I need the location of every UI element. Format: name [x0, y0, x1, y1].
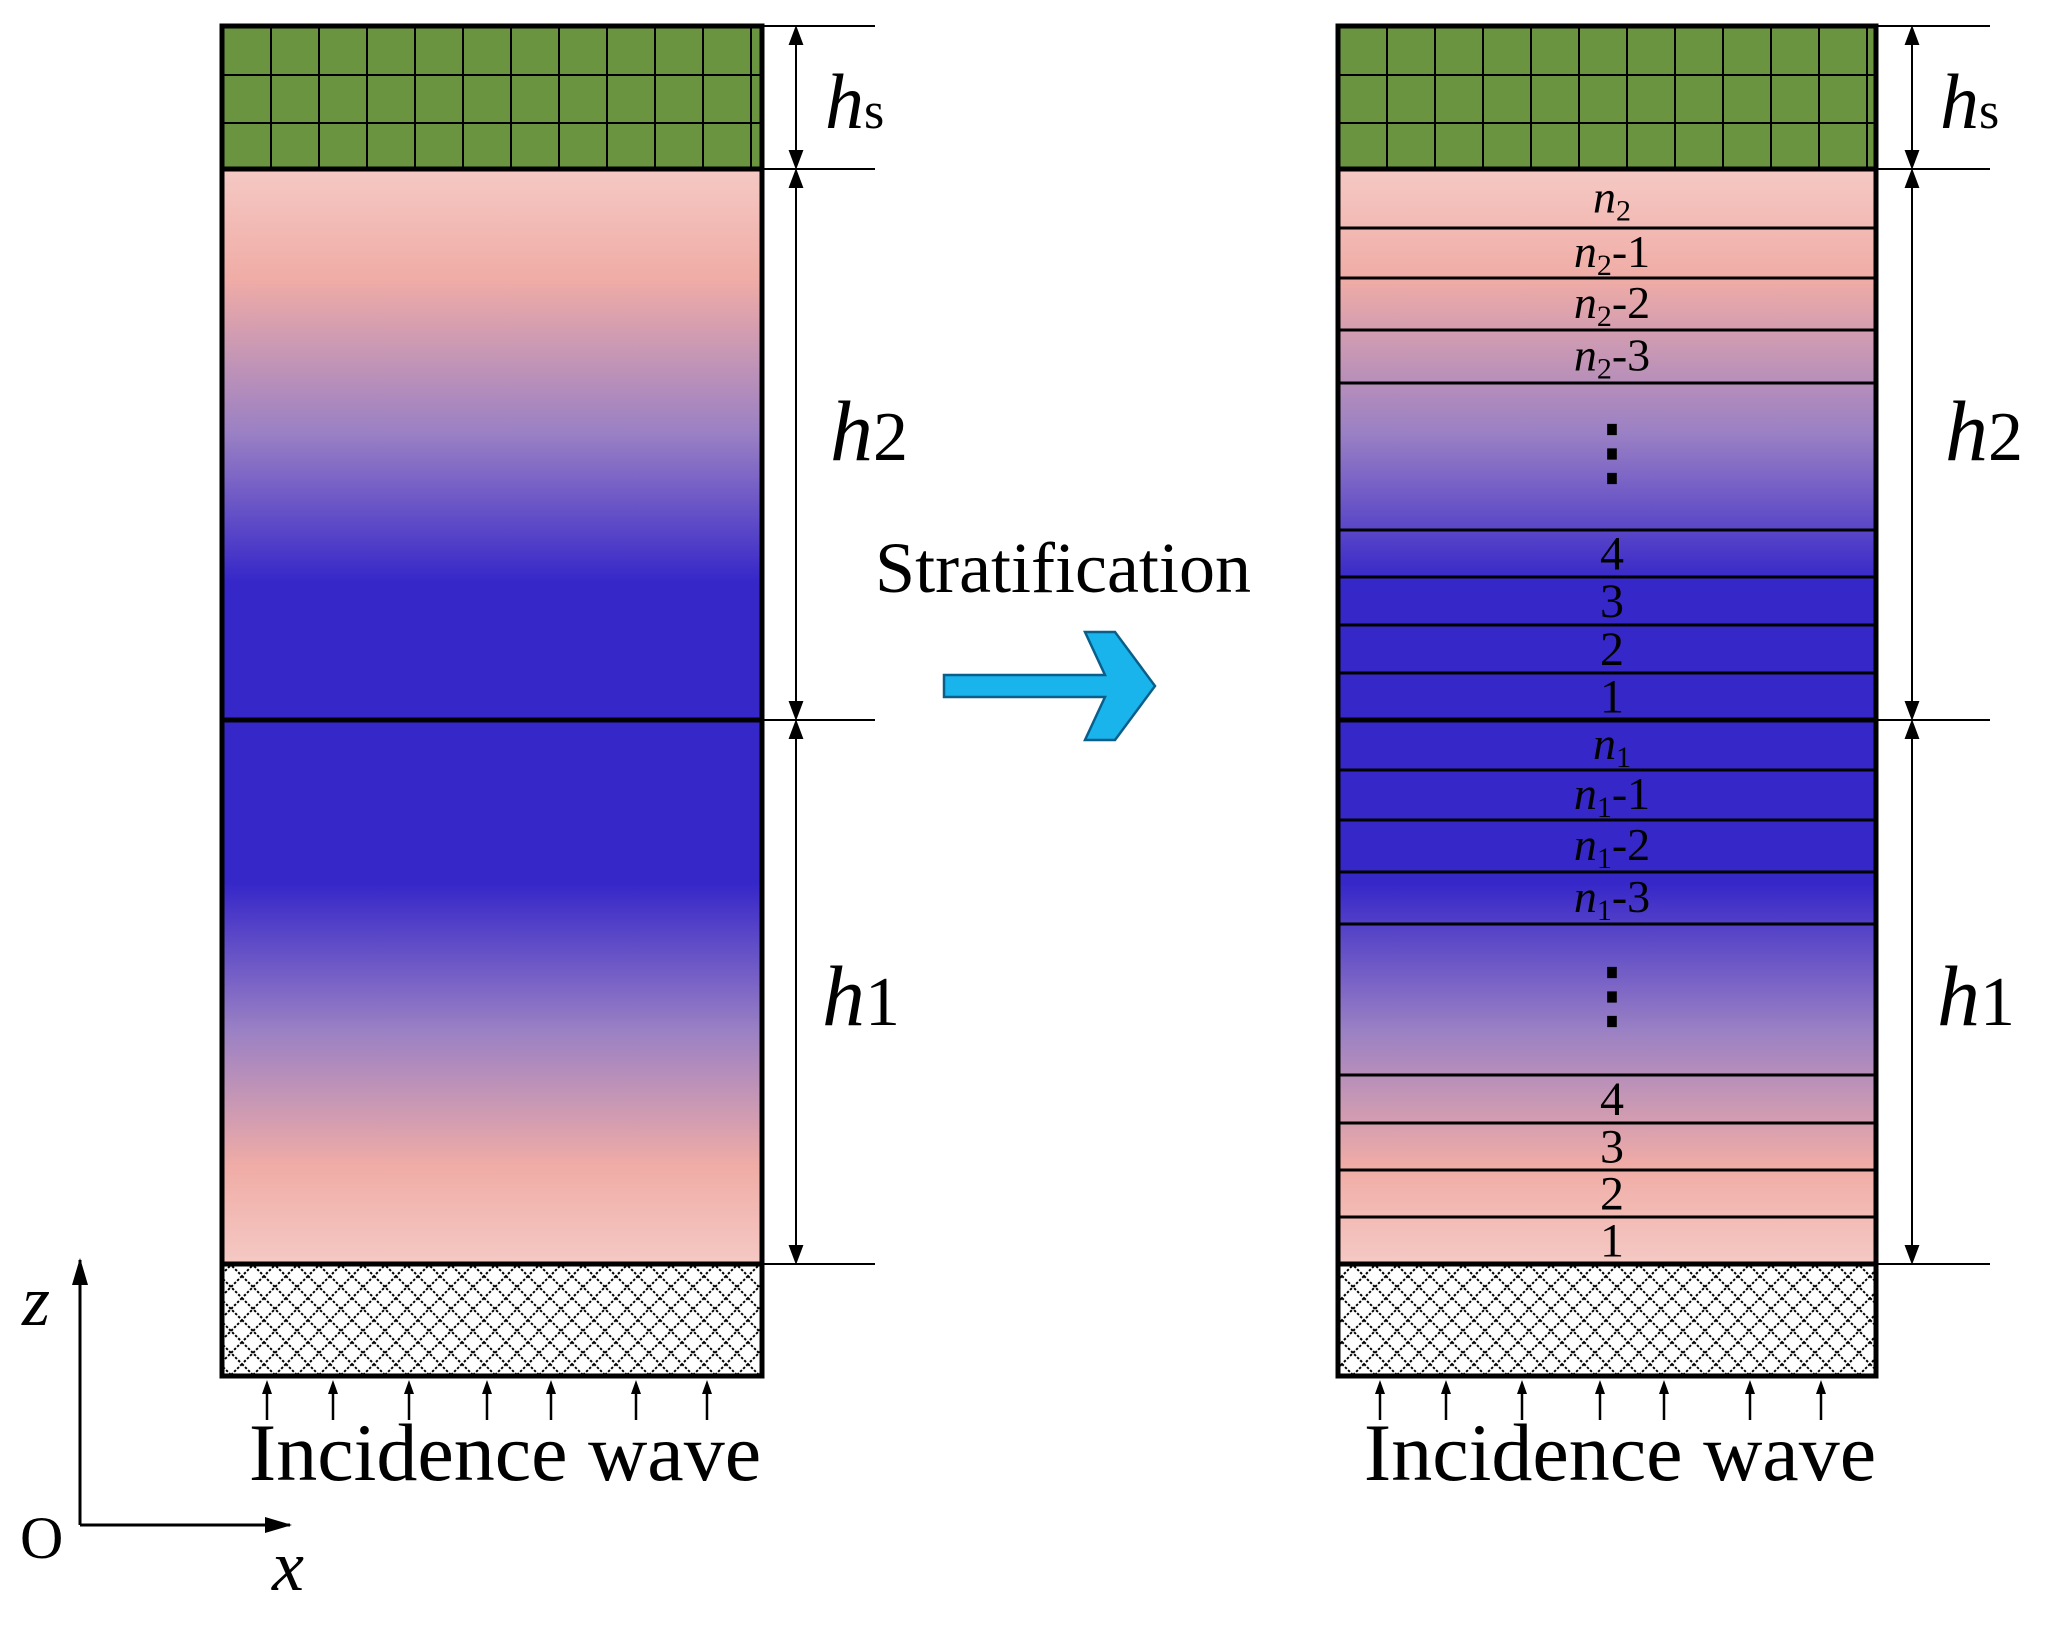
right-incidence-arrow-icon [1745, 1380, 1755, 1420]
right-dimension-lines [1876, 25, 1990, 1265]
upper-layer-label: n2-1 [1574, 226, 1650, 282]
coordinate-axes [72, 1258, 292, 1533]
left-column: Incidence wave hs h2 h1 [219, 23, 908, 1498]
upper-layer-label: n2 [1593, 172, 1631, 228]
origin-label: O [20, 1505, 63, 1571]
right-dim-h2: h2 [1945, 383, 2023, 479]
stratification-label: Stratification [875, 528, 1251, 608]
lower-ellipsis: ⋮ [1576, 956, 1648, 1036]
right-incidence-arrow-icon [1517, 1380, 1527, 1420]
left-dim-h1: h1 [822, 948, 900, 1044]
right-incidence-arrows [1375, 1380, 1826, 1420]
right-bottom-hatched-base [1335, 1261, 1879, 1379]
left-dim-h2: h2 [830, 383, 908, 479]
left-incidence-arrow-icon [262, 1380, 272, 1420]
right-incidence-arrow-icon [1375, 1380, 1385, 1420]
right-incidence-arrow-icon [1595, 1380, 1605, 1420]
left-lower-graded-layer [219, 717, 765, 1267]
right-incidence-label: Incidence wave [1364, 1407, 1876, 1498]
right-lower-graded-layer [1335, 717, 1879, 1267]
right-dim-hs: hs [1940, 58, 1999, 145]
right-substrate [1335, 23, 1879, 172]
left-substrate [219, 23, 765, 172]
x-axis-label: x [271, 1526, 304, 1606]
left-incidence-arrow-icon [482, 1380, 492, 1420]
left-bottom-hatched-base [219, 1261, 765, 1379]
left-incidence-arrow-icon [702, 1380, 712, 1420]
left-incidence-arrows [262, 1380, 712, 1420]
left-incidence-arrow-icon [328, 1380, 338, 1420]
upper-layer-number: 2 [1600, 623, 1624, 676]
lower-layer-label: n1-1 [1574, 768, 1650, 824]
right-upper-graded-layer [1335, 166, 1879, 723]
lower-layer-number: 4 [1600, 1073, 1624, 1126]
left-dimension-lines [762, 25, 875, 1265]
lower-layer-label: n1-3 [1574, 871, 1650, 927]
z-axis-label: z [21, 1261, 50, 1341]
upper-layer-label: n2-3 [1574, 330, 1650, 386]
stratification-transition: Stratification [875, 528, 1251, 742]
lower-layer-number: 2 [1600, 1168, 1624, 1221]
upper-layer-number: 4 [1600, 528, 1624, 581]
right-incidence-arrow-icon [1816, 1380, 1826, 1420]
right-dim-h1: h1 [1937, 948, 2015, 1044]
right-incidence-arrow-icon [1441, 1380, 1451, 1420]
upper-layer-label: n2-2 [1574, 277, 1650, 333]
lower-layer-number: 1 [1600, 1215, 1624, 1268]
right-incidence-arrow-icon [1659, 1380, 1669, 1420]
upper-layer-number: 1 [1600, 671, 1624, 724]
lower-layer-label: n1-2 [1574, 819, 1650, 875]
left-dim-hs: hs [825, 58, 884, 145]
left-incidence-label: Incidence wave [249, 1407, 761, 1498]
left-upper-graded-layer [219, 166, 765, 723]
left-incidence-arrow-icon [404, 1380, 414, 1420]
left-incidence-arrow-icon [631, 1380, 641, 1420]
lower-layer-label: n1 [1593, 718, 1631, 774]
upper-layer-number: 3 [1600, 575, 1624, 628]
lower-layer-number: 3 [1600, 1121, 1624, 1174]
right-layer-boundaries [1338, 226, 1876, 1219]
upper-ellipsis: ⋮ [1576, 413, 1648, 493]
left-incidence-arrow-icon [546, 1380, 556, 1420]
stratification-arrow-icon [942, 630, 1157, 742]
